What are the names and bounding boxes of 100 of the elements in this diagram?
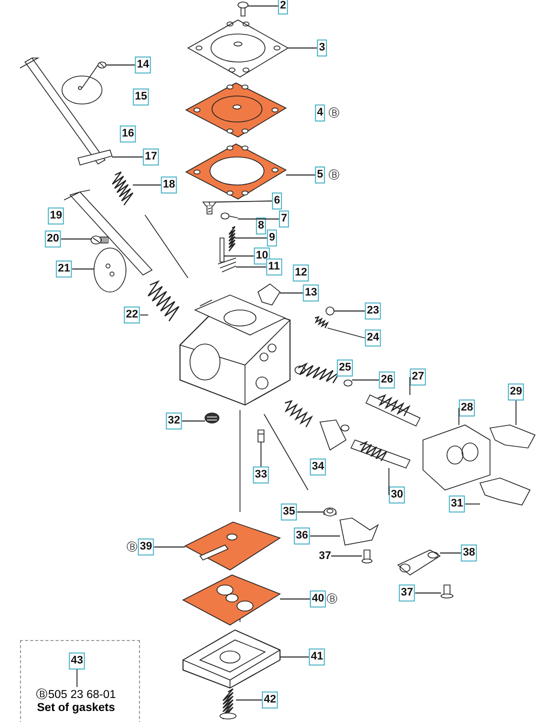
pin — [218, 258, 236, 272]
spring — [228, 226, 236, 252]
cover-plate — [187, 20, 289, 78]
circled-letter-mark: Ⓑ — [126, 540, 138, 554]
callout-number: 12 — [292, 264, 310, 282]
leader-line — [260, 442, 262, 467]
kit-box — [20, 640, 140, 722]
callout-number: 15 — [132, 88, 150, 106]
leader-line — [238, 218, 280, 220]
callout-number: 30 — [388, 486, 406, 504]
callout-number: 26 — [378, 372, 396, 388]
leader-line — [280, 656, 310, 658]
disc — [94, 248, 126, 292]
callout-number: 42 — [262, 692, 278, 708]
callout-number: 7 — [278, 210, 290, 228]
callout-number: 33 — [252, 466, 270, 484]
ring — [324, 508, 336, 516]
part-number: Ⓑ505 23 68-01 — [36, 688, 116, 702]
screw — [62, 62, 106, 104]
callout-number: 21 — [56, 260, 72, 278]
callout-number: 37 — [398, 584, 416, 602]
callout-number: 36 — [294, 528, 310, 544]
callout-number: 16 — [120, 126, 136, 142]
leader-line — [76, 669, 78, 688]
screw — [238, 2, 248, 16]
callout-number: 31 — [448, 496, 466, 512]
callout-number: 8 — [256, 218, 266, 234]
leader-line — [106, 64, 136, 66]
leader-line — [409, 376, 410, 396]
leader-line — [286, 174, 316, 176]
leader-line — [182, 420, 206, 422]
leader-line — [112, 156, 144, 158]
callout-number: 37 — [318, 550, 332, 562]
callout-number: 20 — [44, 230, 62, 248]
callout-number: 32 — [166, 412, 182, 430]
leader-line — [216, 200, 272, 202]
callout-number: 3 — [316, 40, 328, 56]
gasket — [182, 574, 281, 626]
pin — [258, 430, 264, 442]
callout-number: 28 — [458, 400, 476, 416]
ring — [344, 380, 352, 386]
callout-number: 6 — [272, 192, 282, 210]
spring — [314, 316, 329, 328]
callout-number: 27 — [410, 368, 426, 386]
leader-line — [154, 546, 186, 548]
circled-letter-mark: Ⓑ — [326, 592, 338, 606]
screw — [440, 584, 454, 598]
gasket — [184, 522, 281, 570]
circled-letter-mark: Ⓑ — [328, 168, 340, 182]
callout-number: 39 — [138, 538, 154, 556]
kit-name: Set of gaskets — [36, 702, 116, 714]
callout-number: 4 — [314, 104, 326, 122]
callout-number: 18 — [160, 176, 178, 194]
callout-number: 2 — [278, 0, 288, 14]
callout-number: 43 — [68, 652, 86, 670]
leader-line — [280, 292, 304, 294]
callout-number: 35 — [280, 504, 298, 520]
leader-line — [140, 314, 149, 316]
screw — [362, 550, 372, 564]
callout-number: 5 — [314, 166, 326, 184]
leader-line — [440, 552, 462, 554]
ball — [326, 306, 334, 316]
leader-line — [280, 598, 310, 600]
spring — [220, 688, 236, 720]
callout-number: 13 — [302, 284, 320, 302]
filter — [204, 412, 220, 424]
callout-number: 14 — [134, 56, 152, 74]
callout-number: 25 — [336, 360, 354, 376]
leader-line — [236, 266, 267, 268]
callout-number: 17 — [142, 148, 160, 166]
leader-line — [132, 184, 162, 186]
callout-number: 22 — [124, 306, 140, 324]
lever — [340, 518, 379, 546]
leader-line — [414, 592, 442, 594]
cover-plate — [182, 629, 280, 689]
leader-line — [458, 408, 460, 426]
valve — [258, 284, 281, 306]
leader-line — [388, 468, 390, 496]
screw — [90, 236, 108, 244]
needle — [350, 440, 411, 468]
screw — [202, 202, 217, 214]
cap — [479, 478, 531, 506]
lever — [220, 212, 238, 220]
callout-number: 9 — [266, 230, 278, 246]
leader-line — [72, 268, 94, 270]
lever — [78, 150, 113, 166]
leader-line — [327, 328, 366, 338]
needle — [365, 394, 421, 427]
circled-letter-mark: Ⓑ — [328, 106, 340, 120]
callout-number: 29 — [508, 384, 524, 400]
link — [397, 550, 441, 576]
leader-line — [334, 310, 366, 312]
callout-number: 11 — [266, 258, 282, 276]
cap — [489, 424, 536, 448]
pin — [220, 238, 224, 262]
callout-number: 24 — [364, 330, 382, 346]
gasket — [185, 82, 287, 138]
spring — [148, 280, 180, 322]
callout-number: 23 — [364, 302, 382, 320]
callout-number: 41 — [308, 648, 326, 666]
